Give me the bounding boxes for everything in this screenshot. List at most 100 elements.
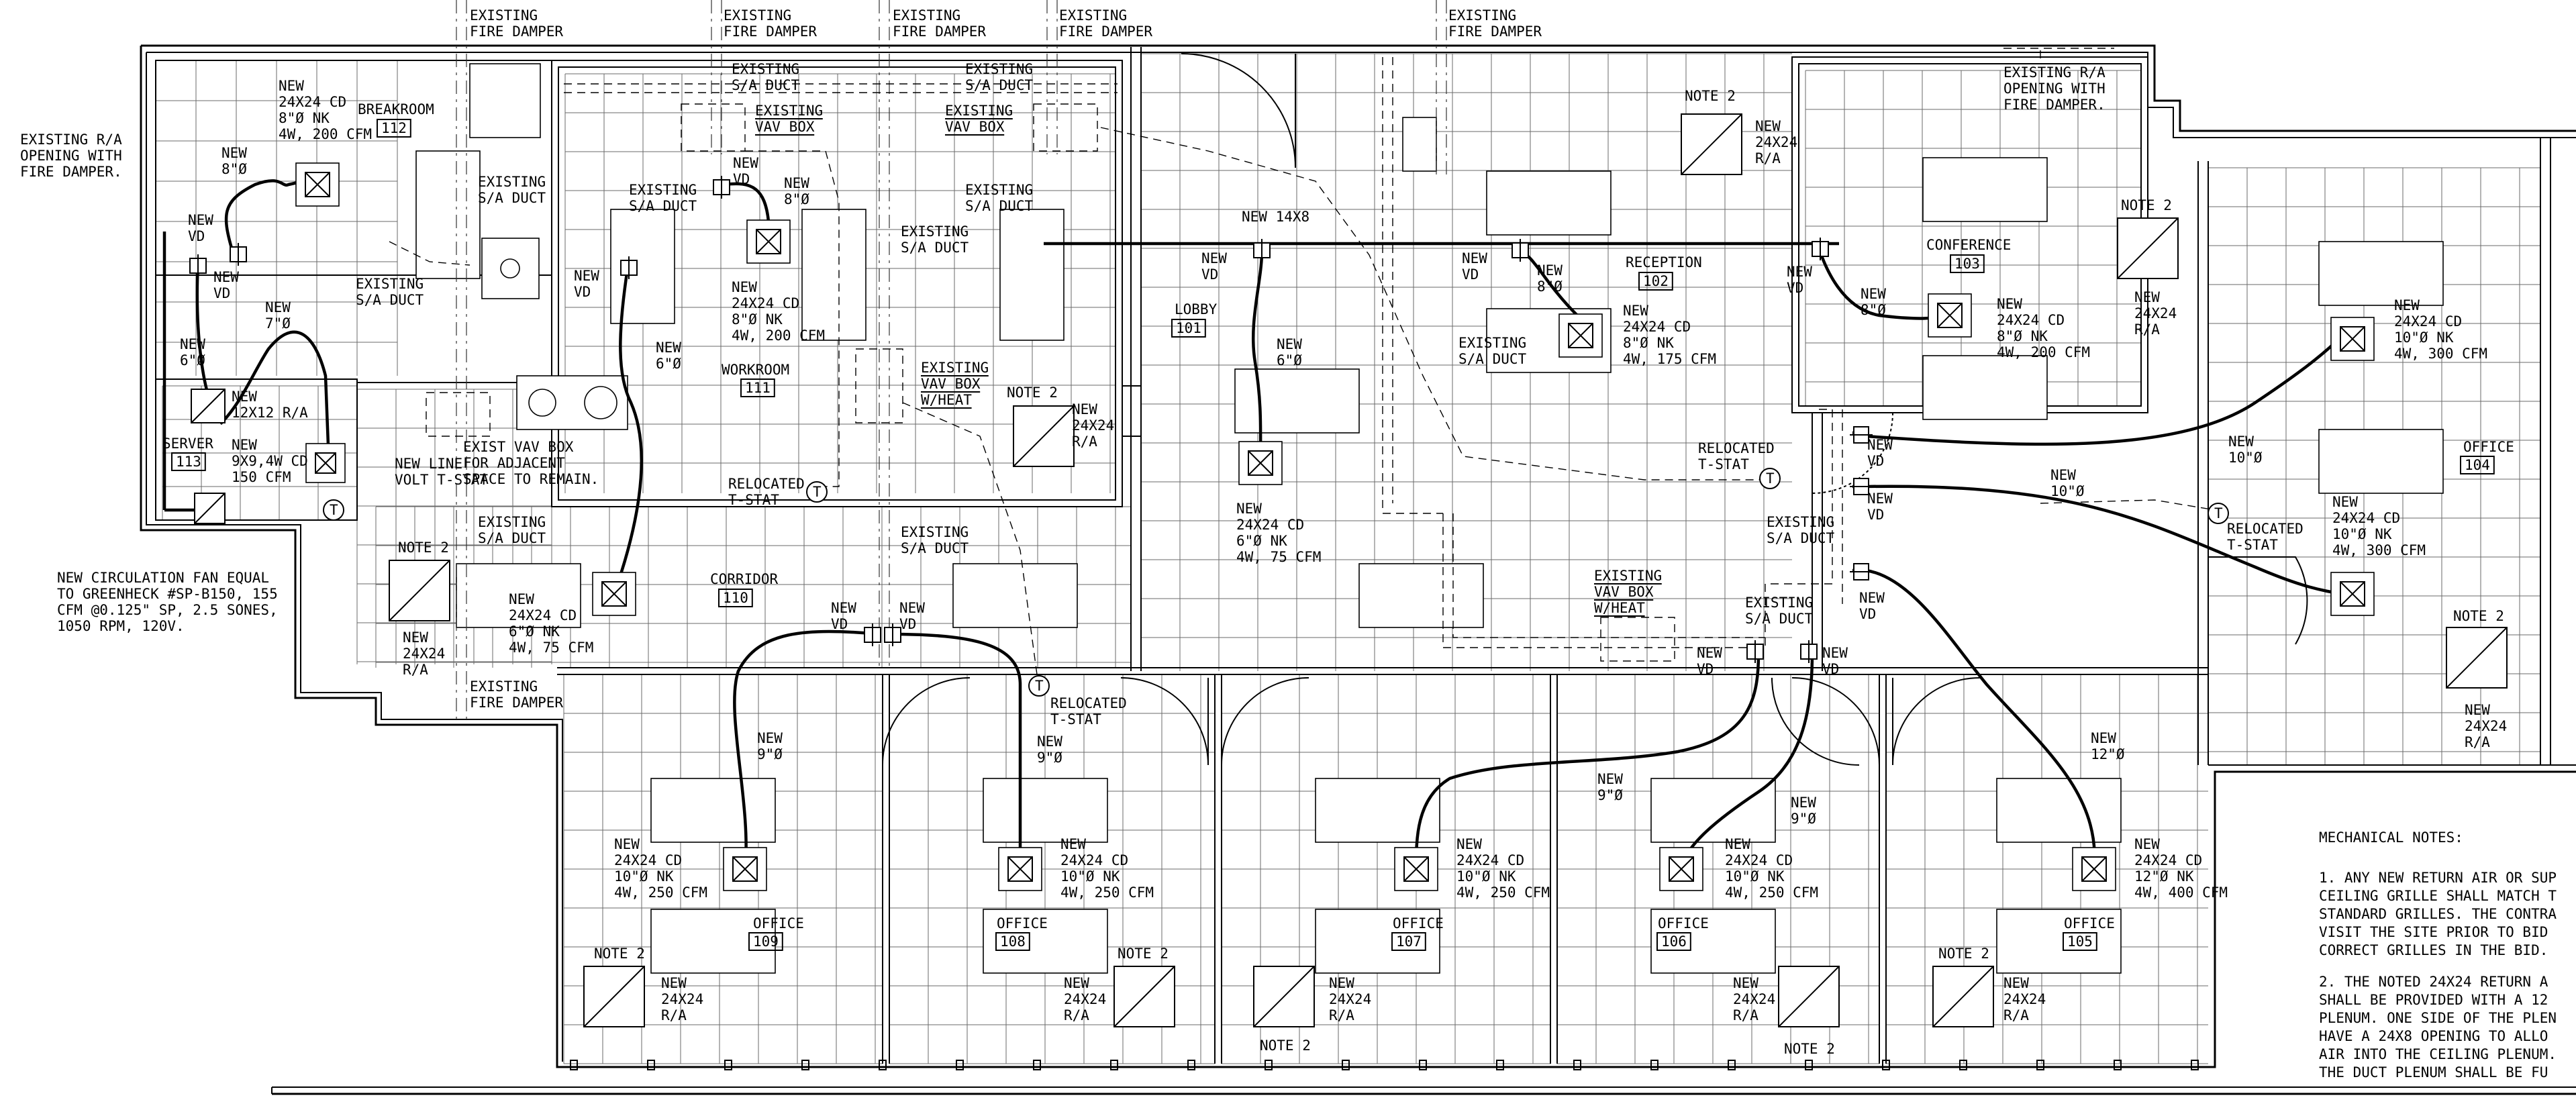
volume-damper-icon bbox=[1850, 426, 1873, 444]
label-workroom-name: WORKROOM bbox=[722, 362, 789, 378]
volume-damper-icon bbox=[884, 623, 901, 646]
svg-text:EXISTING: EXISTING bbox=[921, 360, 989, 376]
svg-text:S/A DUCT: S/A DUCT bbox=[478, 530, 546, 546]
svg-text:S/A DUCT: S/A DUCT bbox=[629, 198, 697, 214]
volume-damper-icon bbox=[1812, 238, 1829, 260]
label-breakroom-num: 112 bbox=[377, 119, 411, 138]
volume-damper-icon bbox=[1800, 640, 1818, 663]
svg-text:110: 110 bbox=[723, 590, 748, 606]
svg-text:4W, 75 CFM: 4W, 75 CFM bbox=[509, 640, 593, 656]
svg-text:10"Ø NK: 10"Ø NK bbox=[1725, 868, 1785, 884]
svg-text:EXISTING: EXISTING bbox=[1745, 595, 1813, 611]
svg-text:24X24: 24X24 bbox=[1064, 991, 1106, 1007]
volume-damper-icon bbox=[1850, 478, 1873, 495]
label-server-num: 113 bbox=[171, 452, 206, 471]
svg-text:EXISTING: EXISTING bbox=[1059, 7, 1127, 23]
svg-text:NEW: NEW bbox=[733, 155, 758, 171]
svg-text:NEW: NEW bbox=[732, 279, 757, 295]
label-office106-num: 106 bbox=[1656, 932, 1691, 951]
svg-text:S/A DUCT: S/A DUCT bbox=[356, 292, 424, 308]
svg-text:R/A: R/A bbox=[1755, 150, 1781, 166]
volume-damper-icon bbox=[230, 243, 247, 266]
svg-text:S/A DUCT: S/A DUCT bbox=[901, 240, 969, 256]
svg-text:4W, 200 CFM: 4W, 200 CFM bbox=[732, 327, 825, 344]
svg-text:24X24 CD: 24X24 CD bbox=[1236, 517, 1304, 533]
label-lobby-name: LOBBY bbox=[1175, 301, 1218, 317]
svg-text:NEW 14X8: NEW 14X8 bbox=[1242, 209, 1309, 225]
svg-text:NOTE 2: NOTE 2 bbox=[1260, 1037, 1311, 1054]
svg-text:NEW: NEW bbox=[1725, 836, 1750, 852]
svg-text:4W, 250 CFM: 4W, 250 CFM bbox=[614, 884, 707, 901]
label-note2-rec: NOTE 2 bbox=[1685, 88, 1736, 104]
svg-text:NEW CIRCULATION FAN EQUAL: NEW CIRCULATION FAN EQUAL bbox=[57, 570, 269, 586]
svg-text:EXISTING: EXISTING bbox=[965, 61, 1033, 77]
svg-text:S/A DUCT: S/A DUCT bbox=[1458, 351, 1527, 367]
svg-text:8"Ø NK: 8"Ø NK bbox=[732, 311, 783, 327]
svg-text:4W, 400 CFM: 4W, 400 CFM bbox=[2134, 884, 2228, 901]
svg-text:NEW: NEW bbox=[831, 600, 856, 616]
svg-text:CFM @0.125" SP, 2.5 SONES,: CFM @0.125" SP, 2.5 SONES, bbox=[57, 602, 278, 618]
svg-text:106: 106 bbox=[1661, 933, 1687, 950]
label-lobby-num: 101 bbox=[1171, 319, 1206, 338]
svg-text:9X9,4W CD: 9X9,4W CD bbox=[232, 453, 308, 469]
svg-text:NEW: NEW bbox=[1787, 264, 1812, 280]
volume-damper-icon bbox=[1512, 239, 1529, 262]
label-conference-name: CONFERENCE bbox=[1926, 237, 2011, 253]
svg-text:OFFICE: OFFICE bbox=[997, 915, 1048, 931]
svg-text:NEW: NEW bbox=[1791, 795, 1816, 811]
svg-text:24X24 CD: 24X24 CD bbox=[279, 94, 346, 110]
svg-text:24X24: 24X24 bbox=[1733, 991, 1775, 1007]
svg-text:NEW: NEW bbox=[1867, 491, 1893, 507]
volume-damper-icon bbox=[864, 623, 881, 646]
svg-text:R/A: R/A bbox=[403, 662, 428, 678]
svg-text:NEW: NEW bbox=[656, 340, 681, 356]
label-note2-106: NOTE 2 bbox=[1784, 1041, 1835, 1057]
svg-text:NEW: NEW bbox=[265, 299, 291, 315]
svg-text:9"Ø: 9"Ø bbox=[757, 746, 783, 762]
svg-text:NEW: NEW bbox=[1060, 836, 1086, 852]
svg-text:NEW: NEW bbox=[1277, 336, 1302, 352]
svg-text:T: T bbox=[1035, 678, 1044, 694]
svg-text:NEW: NEW bbox=[279, 78, 304, 94]
svg-text:24X24: 24X24 bbox=[2465, 718, 2507, 734]
svg-text:S/A DUCT: S/A DUCT bbox=[965, 198, 1034, 214]
svg-text:NEW: NEW bbox=[1456, 836, 1482, 852]
svg-text:4W, 250 CFM: 4W, 250 CFM bbox=[1456, 884, 1550, 901]
svg-text:VD: VD bbox=[213, 285, 230, 301]
svg-text:9"Ø: 9"Ø bbox=[1037, 750, 1062, 766]
svg-text:4W, 250 CFM: 4W, 250 CFM bbox=[1060, 884, 1154, 901]
label-office104-name: OFFICE bbox=[2463, 439, 2514, 455]
walls bbox=[140, 44, 2576, 1095]
svg-text:EXISTING: EXISTING bbox=[478, 174, 546, 190]
svg-text:NEW: NEW bbox=[2003, 975, 2029, 991]
svg-text:NEW: NEW bbox=[574, 268, 599, 284]
svg-text:OPENING WITH: OPENING WITH bbox=[20, 148, 122, 164]
svg-text:EXISTING R/A: EXISTING R/A bbox=[2003, 64, 2106, 81]
svg-text:NEW: NEW bbox=[2228, 434, 2254, 450]
svg-text:EXISTING R/A: EXISTING R/A bbox=[20, 132, 122, 148]
svg-text:VAV BOX: VAV BOX bbox=[945, 119, 1005, 135]
